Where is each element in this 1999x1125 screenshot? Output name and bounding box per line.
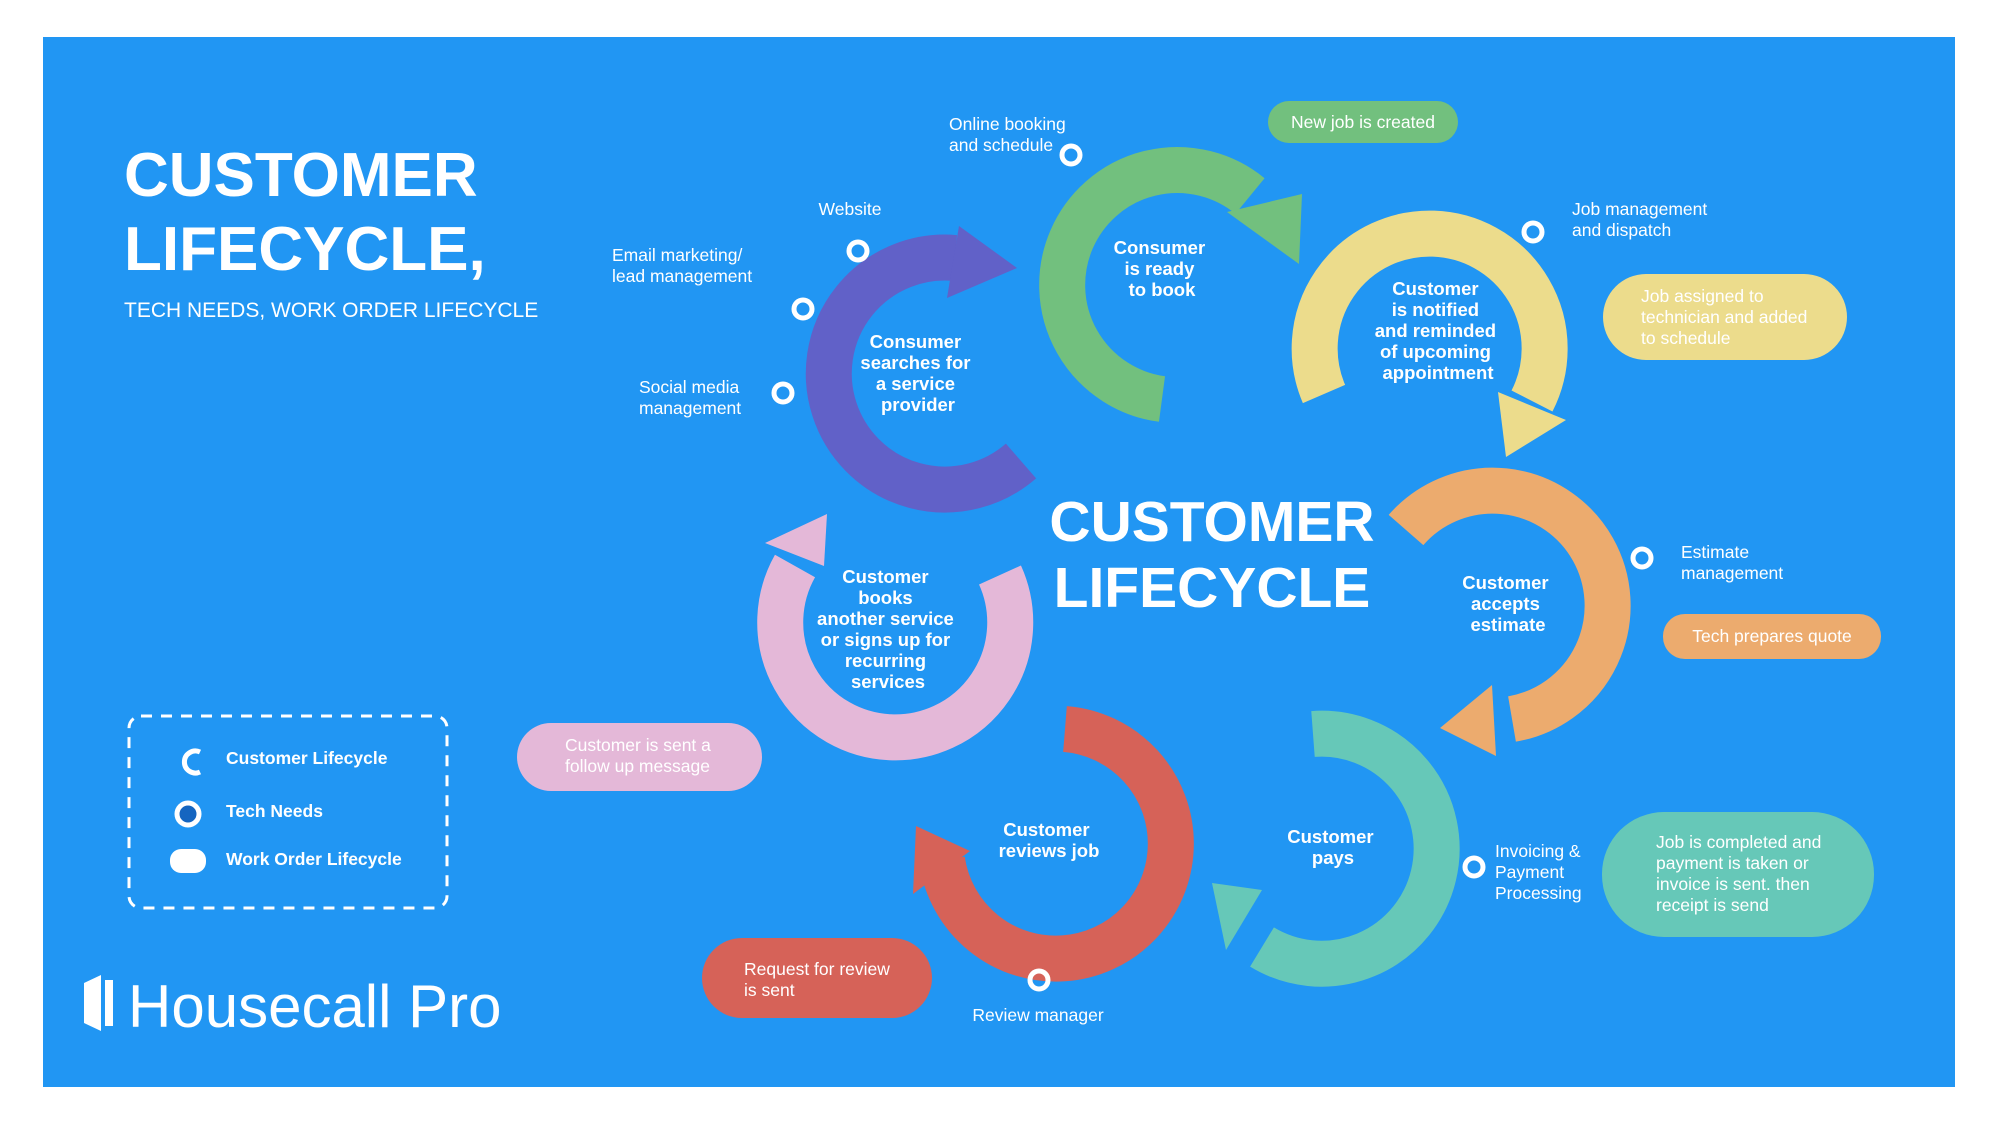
tech-need-label-social: Social media management: [639, 377, 744, 418]
tech-need-ring-dispatch: [1521, 220, 1545, 244]
stage-label-pays: Customer pays: [1287, 826, 1379, 868]
page-title-line2: LIFECYCLE,: [124, 215, 486, 284]
stage-label-ready: Consumer is ready to book: [1114, 237, 1211, 300]
lifecycle-arc-accepts: [1388, 467, 1631, 756]
legend: Customer Lifecycle Tech Needs Work Order…: [127, 714, 449, 910]
arc-icon: [181, 748, 202, 776]
stage-label-reviews: Customer reviews job: [999, 819, 1100, 861]
lifecycle-arc-notified: [1291, 210, 1568, 457]
work-order-pill-review-request: Request for review is sent: [702, 938, 932, 1018]
svg-text:New job is created: New job is created: [1291, 112, 1435, 132]
svg-text:Customer is sent a follo: Customer is sent a follow up message: [565, 735, 716, 776]
tech-need-ring-booking: [1059, 143, 1083, 167]
stage-label-books-again: Customer books another service or signs …: [817, 566, 959, 692]
stage-label-notified: Customer is notified and reminded of upc…: [1375, 278, 1501, 383]
ring-icon: [174, 800, 202, 828]
svg-text:Job assigned to technici: Job assigned to technician and added to …: [1641, 286, 1812, 348]
center-title-line2: LIFECYCLE: [1054, 556, 1371, 620]
lifecycle-arc-books-again: [757, 514, 1034, 761]
tech-need-label-booking: Online booking and schedule: [949, 114, 1071, 155]
tech-need-ring-estimate: [1630, 546, 1654, 570]
lifecycle-arc-pays: [1212, 710, 1460, 987]
legend-box: [127, 714, 449, 910]
tech-need-ring-email: [791, 297, 815, 321]
tech-need-ring-invoicing: [1462, 855, 1486, 879]
legend-label-tech-needs: Tech Needs: [226, 801, 323, 821]
tech-need-ring-website: [846, 239, 870, 263]
housecall-logo-icon: [84, 975, 113, 1031]
stage-label-searches: Consumer searches for a service provider: [860, 331, 975, 415]
work-order-pill-job-created: New job is created: [1268, 101, 1458, 143]
center-title-line1: CUSTOMER: [1049, 490, 1374, 554]
lifecycle-arc-searches: [805, 226, 1037, 513]
tech-need-ring-review: [1027, 968, 1051, 992]
tech-need-label-invoicing: Invoicing & Payment Processing: [1495, 841, 1585, 903]
tech-need-label-dispatch: Job management and dispatch: [1572, 199, 1712, 240]
work-order-pill-quote: Tech prepares quote: [1663, 614, 1881, 659]
work-order-pill-follow-up: Customer is sent a follow up message: [517, 723, 762, 791]
lifecycle-arc-ready: [1039, 147, 1302, 422]
pill-icon: [170, 849, 206, 873]
page-title-line1: CUSTOMER: [124, 141, 478, 210]
legend-label-work-order: Work Order Lifecycle: [226, 849, 402, 869]
page-subtitle: TECH NEEDS, WORK ORDER LIFECYCLE: [124, 299, 538, 322]
tech-need-label-review: Review manager: [972, 1005, 1103, 1025]
tech-need-label-estimate: Estimate management: [1681, 542, 1783, 583]
svg-text:Request for review is se: Request for review is sent: [744, 959, 895, 1000]
svg-text:Job is completed and pay: Job is completed and payment is taken or…: [1656, 832, 1826, 915]
tech-need-ring-social: [771, 381, 795, 405]
work-order-pill-job-assigned: Job assigned to technician and added to …: [1603, 274, 1847, 360]
svg-text:Tech prepares quote: Tech prepares quote: [1692, 626, 1852, 646]
tech-need-label-website: Website: [819, 199, 882, 219]
work-order-pill-completed: Job is completed and payment is taken or…: [1602, 812, 1874, 937]
legend-label-customer-lifecycle: Customer Lifecycle: [226, 748, 388, 768]
tech-need-label-email: Email marketing/ lead management: [612, 245, 752, 286]
stage-label-accepts: Customer accepts estimate: [1462, 572, 1554, 635]
brand-name: Housecall Pro: [128, 973, 502, 1040]
lifecycle-arc-reviews: [913, 706, 1194, 982]
